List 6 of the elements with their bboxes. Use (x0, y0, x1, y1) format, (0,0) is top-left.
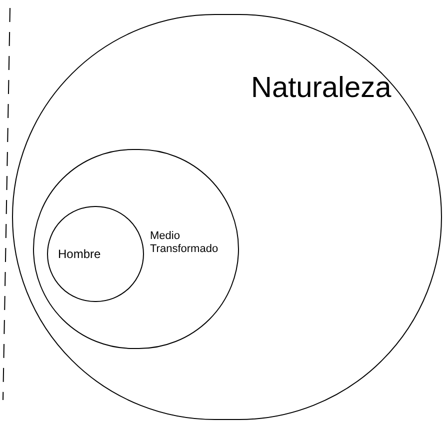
circle-region (12, 14, 442, 420)
circle-region (33, 149, 239, 349)
region-label: Medio Transformado (150, 230, 220, 256)
region-label: Hombre (58, 246, 101, 263)
circle-region (47, 206, 144, 302)
region-label: Naturaleza (251, 71, 392, 106)
